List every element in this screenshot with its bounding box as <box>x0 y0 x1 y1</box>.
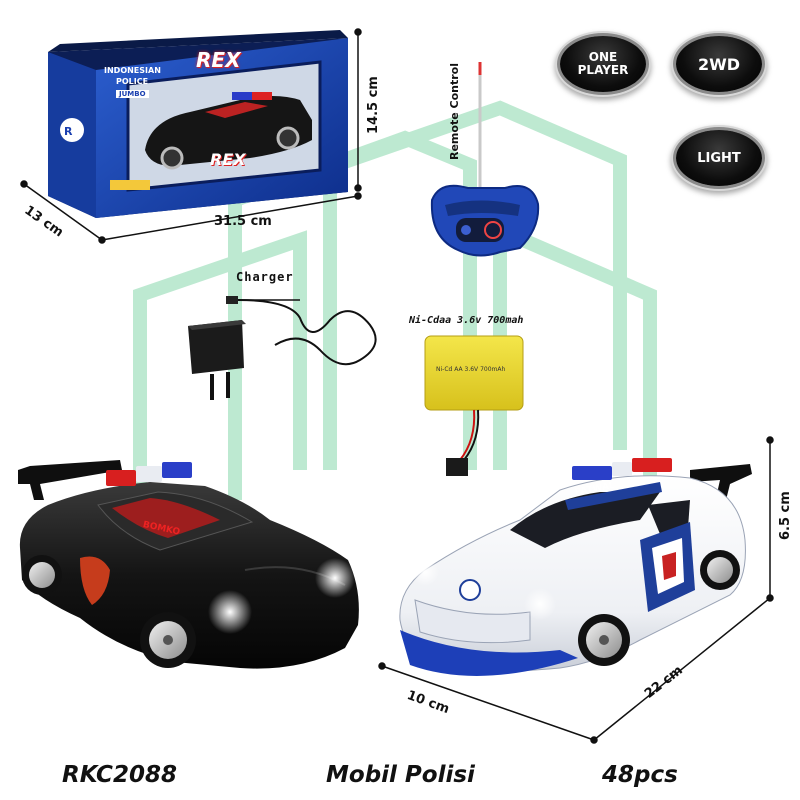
battery-body-text: Ni-Cd AA 3.6V 700mAh <box>436 366 506 373</box>
box-tag: JUMBO <box>116 90 149 98</box>
box-title-line1: INDONESIAN <box>104 66 161 75</box>
charger <box>188 296 377 400</box>
box-dimension-lines <box>20 28 362 244</box>
one-player-line1: ONE <box>588 50 618 64</box>
box-brand-logo-bottom: REX <box>210 150 246 169</box>
svg-text:R: R <box>64 125 73 138</box>
box-brand-logo: REX <box>196 48 241 72</box>
car-height-label: 6.5 cm <box>778 491 793 540</box>
one-player-line2: PLAYER <box>577 63 629 77</box>
box-height-label: 14.5 cm <box>366 76 381 134</box>
2wd-badge: 2WD <box>676 36 762 92</box>
light-text: LIGHT <box>697 150 741 166</box>
battery-pack <box>424 335 524 476</box>
product-code: RKC2088 <box>62 762 177 788</box>
car-dimension-lines <box>378 436 774 744</box>
charger-label: Charger <box>236 270 294 284</box>
product-box: R <box>48 30 348 218</box>
product-quantity: 48pcs <box>602 762 678 788</box>
box-title-line2: POLICE <box>116 77 149 86</box>
white-police-car <box>399 458 752 676</box>
light-badge: LIGHT <box>676 130 762 186</box>
battery-label: Ni-Cdaa 3.6v 700mah <box>409 315 524 326</box>
remote-control-label: Remote Control <box>448 63 461 160</box>
black-police-car <box>18 460 359 669</box>
product-name: Mobil Polisi <box>326 762 475 788</box>
2wd-text: 2WD <box>697 54 741 74</box>
remote-control <box>430 62 540 257</box>
box-width-label: 31.5 cm <box>214 214 272 229</box>
